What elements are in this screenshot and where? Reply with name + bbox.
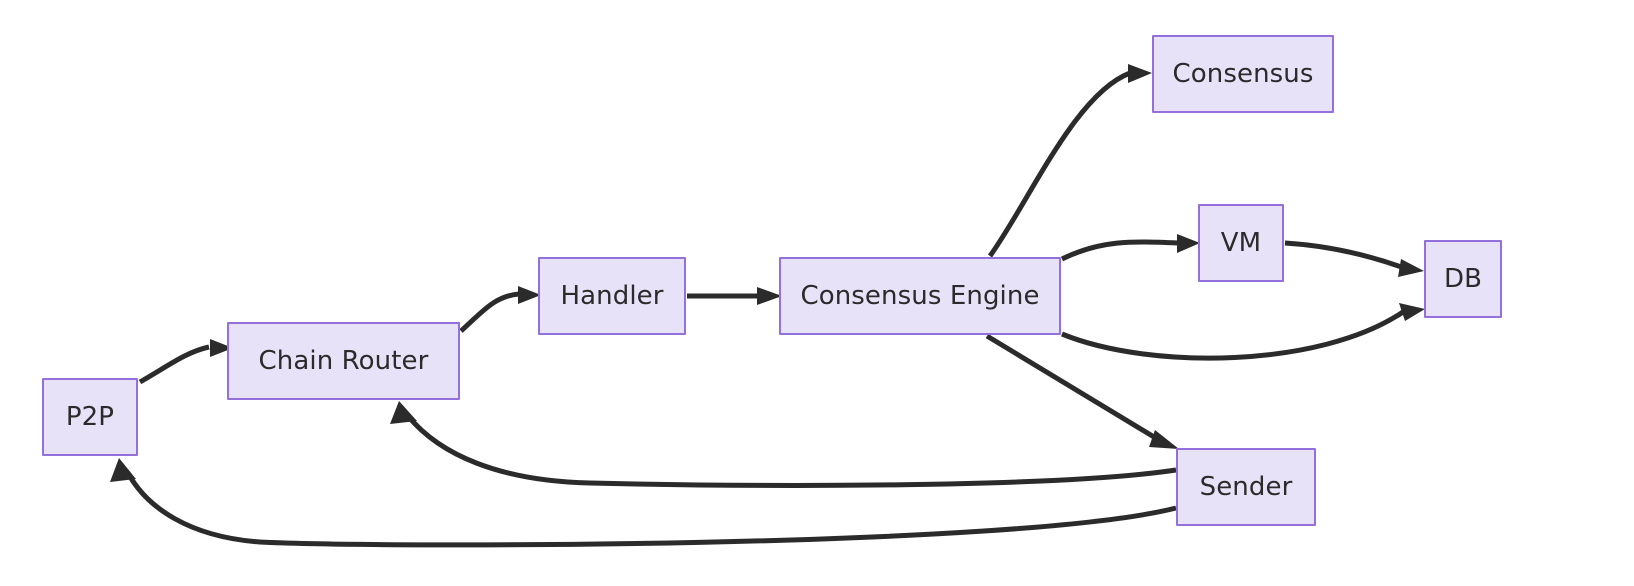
node-consensus-engine[interactable]: Consensus Engine — [779, 257, 1061, 335]
edge-sender-to-p2p — [110, 458, 1177, 548]
arrow-head-icon — [1398, 259, 1424, 277]
edge-chain-router-to-handler — [459, 286, 541, 333]
node-label-sender: Sender — [1199, 472, 1293, 502]
node-chain-router[interactable]: Chain Router — [227, 322, 460, 400]
arrow-head-icon — [1128, 64, 1152, 83]
node-label-chain-router: Chain Router — [258, 346, 429, 376]
node-p2p[interactable]: P2P — [42, 378, 138, 456]
edge-vm-to-db — [1284, 240, 1424, 277]
node-label-handler: Handler — [560, 281, 664, 311]
node-db[interactable]: DB — [1424, 240, 1502, 318]
arrow-head-icon — [110, 458, 136, 482]
node-sender[interactable]: Sender — [1176, 448, 1316, 526]
edge-consensus-engine-to-consensus — [987, 64, 1152, 258]
node-label-p2p: P2P — [65, 402, 115, 432]
edge-p2p-to-chain-router — [138, 339, 233, 385]
node-vm[interactable]: VM — [1198, 204, 1284, 282]
node-consensus[interactable]: Consensus — [1152, 35, 1334, 113]
edge-consensus-engine-to-vm — [1060, 234, 1200, 262]
node-label-db: DB — [1443, 264, 1483, 294]
node-label-consensus-engine: Consensus Engine — [800, 281, 1040, 311]
node-label-consensus: Consensus — [1172, 59, 1314, 89]
node-label-vm: VM — [1220, 228, 1262, 258]
arrow-head-icon — [757, 287, 782, 305]
edge-consensus-engine-to-sender — [985, 333, 1179, 449]
edge-handler-to-consensus-engine — [687, 287, 782, 305]
arrow-head-icon — [1177, 234, 1200, 253]
edge-sender-to-chain-router — [390, 401, 1177, 488]
arrow-head-icon — [210, 339, 233, 357]
arrow-head-icon — [518, 286, 541, 304]
arrow-head-icon — [1149, 430, 1179, 449]
arrow-head-icon — [1399, 303, 1425, 321]
edge-consensus-engine-to-db — [1061, 303, 1425, 361]
node-handler[interactable]: Handler — [538, 257, 686, 335]
arrow-head-icon — [390, 401, 417, 424]
